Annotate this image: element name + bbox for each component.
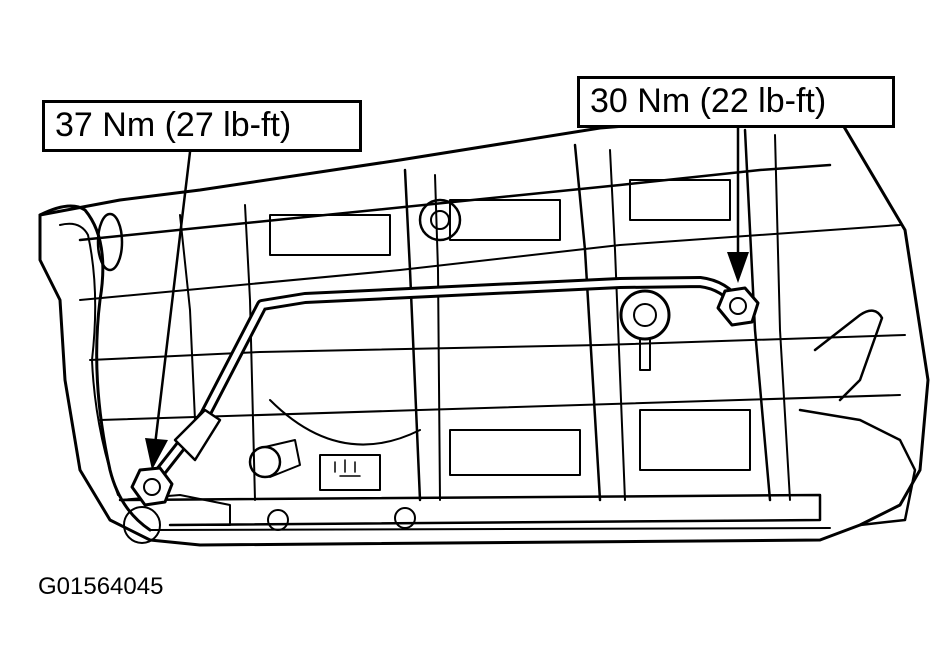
left-nut-center (143, 478, 161, 496)
panel-3 (629, 179, 731, 221)
front-bell-inner (59, 222, 119, 496)
web-8 (774, 134, 791, 501)
middle-boss (619, 289, 671, 341)
web-4 (434, 174, 441, 501)
right-nut-center (729, 297, 747, 315)
front-oval (96, 212, 124, 272)
web-6 (609, 149, 626, 501)
rib-mid (89, 334, 906, 361)
pan-rail (118, 493, 822, 527)
lower-cylinder-body (264, 439, 301, 478)
middle-boss-stem (639, 339, 651, 371)
middle-boss-hole (633, 303, 657, 327)
left-torque-callout: 37 Nm (27 lb-ft) (42, 100, 362, 152)
left-fitting-nut (130, 466, 174, 507)
output-shaft (813, 309, 884, 402)
pan-bolt-1 (267, 509, 289, 531)
right-arrowhead (727, 252, 749, 283)
rib-top-1 (78, 163, 832, 242)
web-2 (244, 204, 256, 501)
line-ferrule (173, 408, 222, 462)
valve-body-curve (269, 399, 421, 446)
panel-2 (449, 199, 561, 241)
right-torque-callout: 30 Nm (22 lb-ft) (577, 76, 895, 128)
plate-marks (334, 459, 361, 477)
panel-1 (269, 214, 391, 256)
pan-bottom (149, 527, 831, 531)
panel-4 (449, 429, 581, 476)
fitting-washer (123, 506, 161, 544)
web-1 (179, 214, 196, 421)
rear-housing (798, 408, 917, 527)
web-3 (403, 168, 422, 502)
case-outline (38, 110, 930, 547)
web-5 (573, 143, 602, 502)
right-fitting-nut (716, 286, 760, 327)
rib-top-2 (79, 224, 901, 301)
left-arrowhead (145, 438, 168, 470)
panel-5 (639, 409, 751, 471)
cooler-line-inner (147, 279, 741, 488)
figure-id: G01564045 (38, 573, 164, 600)
upper-boss-hole (430, 210, 450, 230)
web-7 (743, 128, 772, 502)
upper-boss (418, 198, 462, 242)
label-plate (319, 454, 381, 491)
left-leader-line (153, 150, 192, 447)
cooler-line-outer (144, 276, 744, 491)
pan-bolt-2 (394, 507, 416, 529)
